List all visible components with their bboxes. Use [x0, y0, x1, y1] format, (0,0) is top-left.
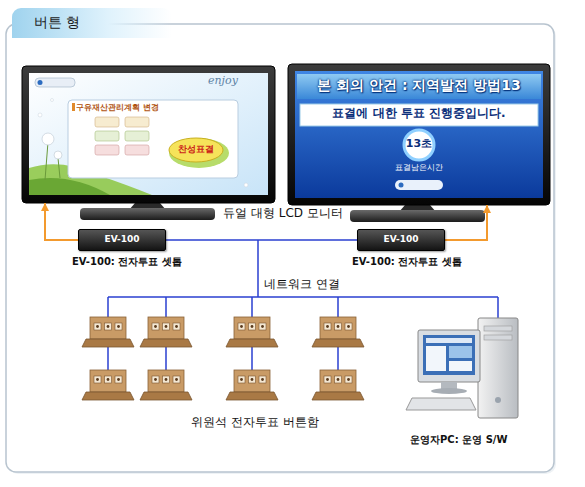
- node-text: 표결남은시간: [395, 163, 443, 172]
- connector: [166, 239, 357, 241]
- lcd-monitor: enjoy 구유재산관리계획 변경찬성표결: [22, 66, 275, 203]
- node-text: 찬성표결: [178, 144, 214, 154]
- label-text: 운영자PC: 운영 S/W: [410, 434, 508, 446]
- right-monitor: [288, 64, 550, 222]
- connector: [45, 203, 78, 240]
- node-text: 13초: [406, 138, 432, 151]
- node-text: 구유재산관리계획 변경: [76, 103, 159, 112]
- settop-box: EV-100: [78, 229, 166, 251]
- label-text: EV-100: 전자투표 셋톱: [352, 256, 462, 268]
- label-text: 듀얼 대형 LCD 모니터: [223, 207, 343, 221]
- label-text: EV-100: 전자투표 셋톱: [72, 256, 182, 268]
- node-text: enjoy: [208, 75, 238, 88]
- node-text: 본 회의 안건 : 지역발전 방법13: [317, 77, 520, 93]
- connector: [445, 205, 487, 240]
- panel: [6, 24, 554, 472]
- label-text: 네트워크 연결: [264, 278, 340, 292]
- lcd-monitor: 본 회의 안건 : 지역발전 방법13 표결에 대한 투표 진행중입니다. 13초표…: [288, 64, 550, 205]
- label-text: 위원석 전자투표 버튼함: [191, 416, 319, 430]
- operator-pc: [406, 318, 518, 418]
- title-text: 버튼 형: [34, 14, 80, 32]
- left-monitor: [22, 66, 275, 220]
- node-text: EV-100: [105, 234, 140, 244]
- tab-title: 버튼 형: [12, 8, 172, 38]
- settop-box: EV-100: [357, 229, 445, 251]
- button-boxes: [82, 317, 364, 400]
- node-text: EV-100: [384, 234, 419, 244]
- node-text: 표결에 대한 투표 진행중입니다.: [332, 107, 505, 121]
